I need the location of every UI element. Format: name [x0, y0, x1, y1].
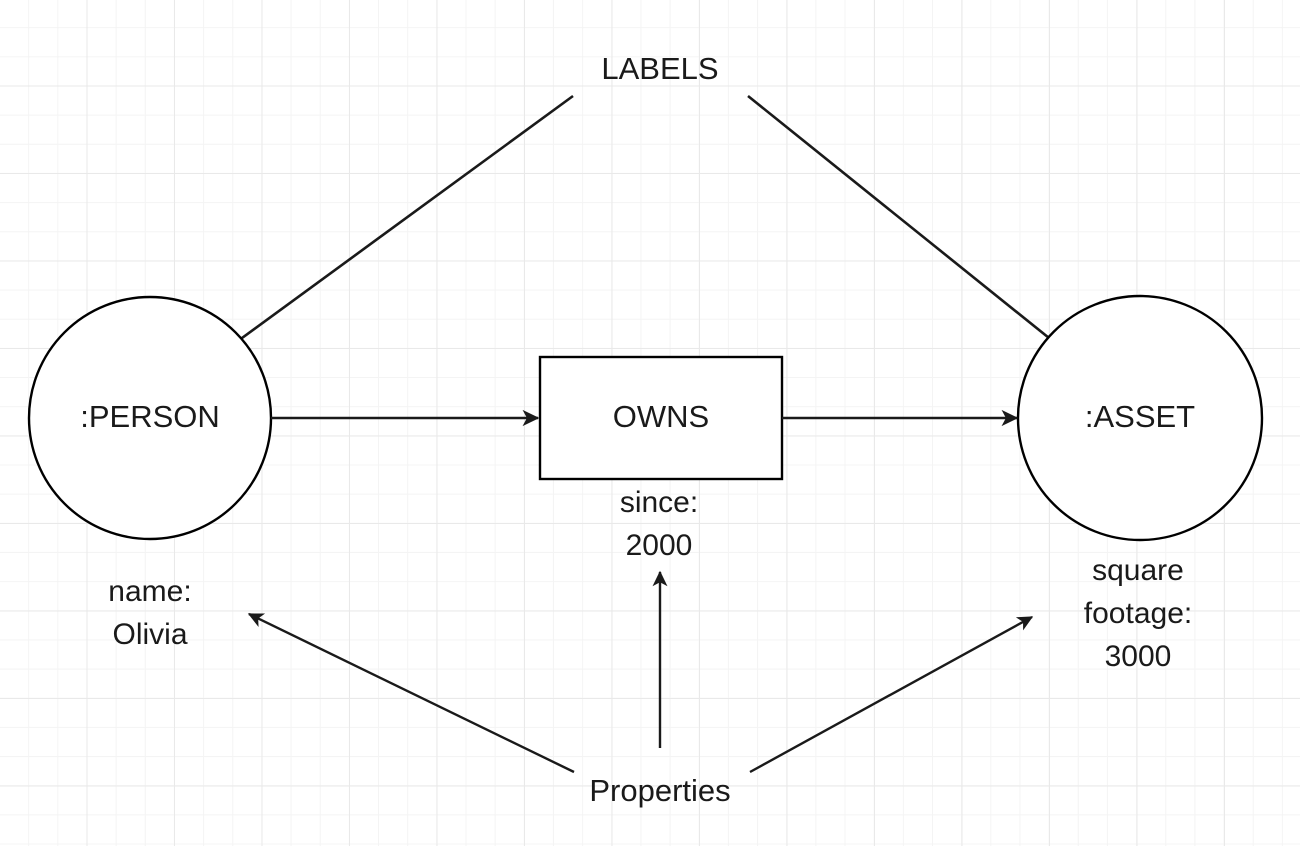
- callout-labels-to-asset: [747, 94, 1102, 381]
- node-asset-label: :ASSET: [1085, 399, 1195, 434]
- property-asset-value: 3000: [1105, 640, 1172, 673]
- property-asset-key-line2: footage:: [1084, 597, 1192, 630]
- callout-labels-to-person: [184, 94, 574, 381]
- properties-annotation-text: Properties: [589, 773, 730, 808]
- property-owns-key: since:: [620, 486, 698, 519]
- property-owns-value: 2000: [626, 529, 693, 562]
- callout-properties-to-asset-props: [749, 615, 1034, 774]
- node-person-label: :PERSON: [80, 399, 220, 434]
- relationship-owns-box[interactable]: [538, 355, 784, 481]
- property-person-key: name:: [108, 575, 191, 608]
- labels-annotation-text: LABELS: [601, 51, 718, 86]
- relationship-owns-label: OWNS: [613, 399, 709, 434]
- property-asset-key-line1: square: [1092, 554, 1184, 587]
- property-person-value: Olivia: [112, 618, 187, 651]
- callout-properties-to-person-props: [247, 612, 575, 774]
